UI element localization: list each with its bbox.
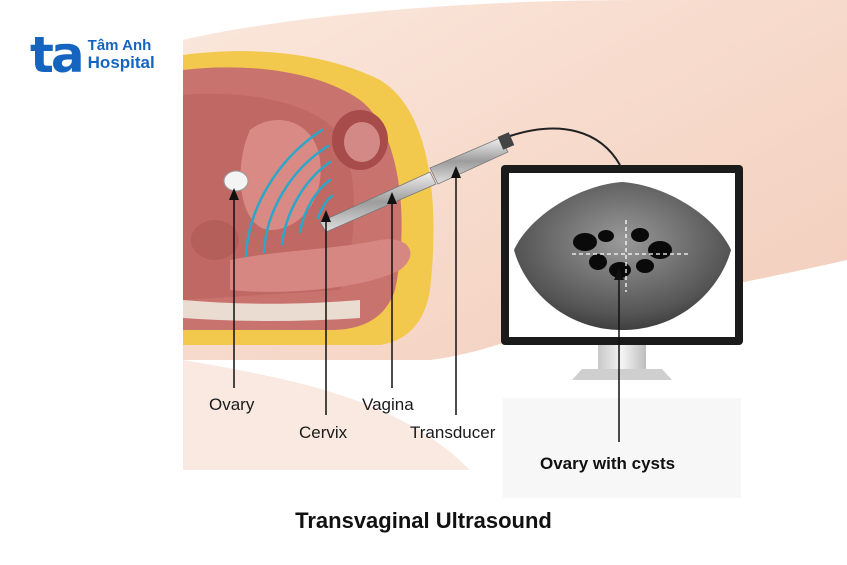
transducer-arrow (451, 166, 461, 178)
bowel-loop (191, 220, 239, 260)
vagina-arrow (387, 192, 397, 204)
monitor-neck (598, 345, 646, 369)
monitor-reflection (503, 398, 741, 498)
ovary-shape (223, 170, 249, 192)
leader-lines (229, 166, 624, 442)
transducer-probe (319, 132, 515, 233)
logo-mark: ta (30, 26, 85, 84)
bladder-inner (344, 122, 380, 162)
monitor-base (572, 369, 672, 380)
diagram-caption: Transvaginal Ultrasound (295, 508, 552, 533)
label-vagina: Vagina (362, 395, 414, 414)
logo-text: Tâm Anh Hospital (88, 38, 155, 72)
hospital-logo: ta Tâm Anh Hospital (30, 30, 155, 80)
cervix-arrow (321, 210, 331, 222)
label-transducer: Transducer (410, 423, 496, 442)
ovary-cysts-arrow (614, 268, 624, 280)
transducer-cable (509, 127, 621, 166)
ultrasound-waves (244, 128, 334, 258)
label-cervix: Cervix (299, 423, 348, 442)
ultrasound-fan (514, 182, 731, 330)
rectum (230, 239, 411, 292)
label-ovary-with-cysts: Ovary with cysts (540, 454, 676, 473)
spine (183, 300, 360, 321)
logo-line-2: Hospital (87, 52, 155, 72)
crosshair (572, 220, 690, 292)
monitor (501, 165, 743, 498)
label-ovary: Ovary (209, 395, 255, 414)
ovary-arrow (229, 188, 239, 200)
logo-line-1: Tâm Anh (87, 37, 152, 55)
